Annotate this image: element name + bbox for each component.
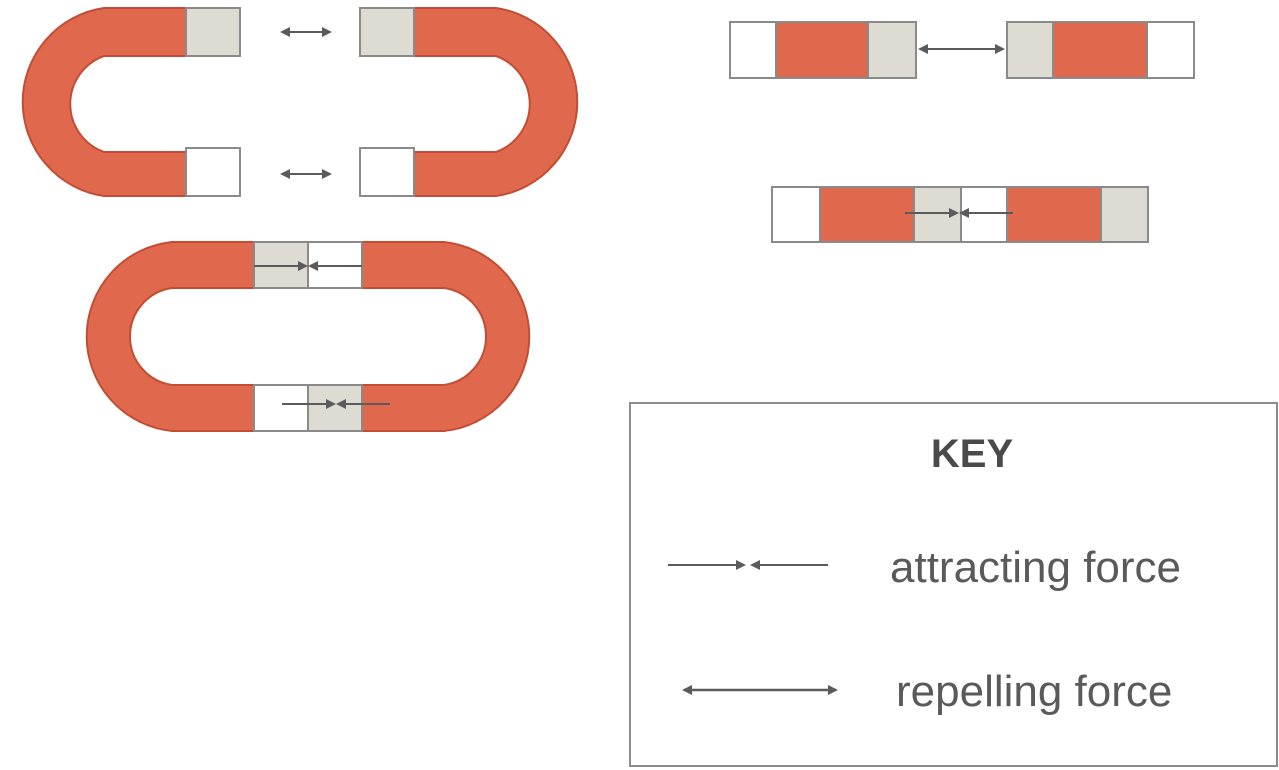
bar3-right-pole [913, 186, 962, 243]
bars-apart-panel [729, 21, 1195, 79]
right-horseshoe-magnet [413, 7, 579, 197]
bars-joined-panel [771, 186, 1149, 243]
bar4-left-pole [960, 186, 1008, 243]
bar4-body [1006, 186, 1102, 243]
bar4-right-pole [1100, 186, 1149, 243]
bar3-body [819, 186, 915, 243]
bar2-left-pole [1006, 21, 1054, 79]
right-horseshoe-bottom-pole [359, 147, 415, 197]
attracting-force-label: attracting force [890, 543, 1181, 592]
key-box: KEY attracting force repelling force [629, 402, 1278, 767]
key-title: KEY [931, 432, 1014, 476]
joined-right-horseshoe-magnet [361, 241, 531, 432]
joined-bottom-right-pole [307, 384, 363, 432]
bar3-left-pole [771, 186, 821, 243]
horseshoes-joined-panel [85, 241, 531, 432]
bar2-right-pole [1146, 21, 1195, 79]
bar1-body [775, 21, 869, 79]
horseshoes-apart-panel [21, 7, 579, 197]
key-border [629, 402, 1278, 767]
repelling-force-label: repelling force [896, 667, 1172, 716]
left-horseshoe-bottom-pole [185, 147, 241, 197]
joined-bottom-left-pole [253, 384, 309, 432]
bar1-left-pole [729, 21, 777, 79]
joined-left-horseshoe-magnet [85, 241, 255, 432]
right-horseshoe-top-pole [359, 7, 415, 57]
left-horseshoe-magnet [21, 7, 187, 197]
bar2-body [1052, 21, 1148, 79]
bar1-right-pole [867, 21, 917, 79]
left-horseshoe-top-pole [185, 7, 241, 57]
